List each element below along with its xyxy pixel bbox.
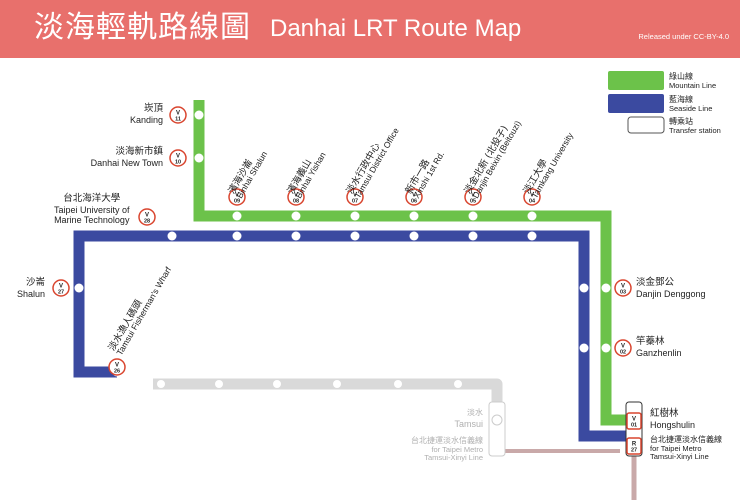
title-english: Danhai LRT Route Map: [270, 15, 522, 42]
badge-v10: V10: [169, 149, 187, 167]
dot-v11: [194, 110, 204, 120]
svg-text:27: 27: [631, 448, 637, 454]
legend-transfer-swatch: [627, 116, 665, 134]
dot-v03-green: [601, 283, 611, 293]
transfer-box-tamsui: [488, 401, 506, 457]
station-badges: V11V10V09V08V07V06V05V04V28V27V26V03V02V…: [52, 71, 662, 455]
dot-v04-blue: [527, 231, 537, 241]
badge-v06: V06: [405, 188, 423, 206]
svg-text:V: V: [530, 193, 534, 199]
legend-seaside-swatch: [608, 94, 664, 113]
legend: [608, 71, 665, 134]
svg-text:V: V: [621, 344, 625, 350]
dot-v06-blue: [409, 231, 419, 241]
svg-text:28: 28: [144, 219, 150, 225]
svg-text:V: V: [632, 417, 636, 423]
badge-v04: V04: [523, 188, 541, 206]
svg-text:09: 09: [234, 199, 240, 205]
planned-dots: [157, 380, 462, 388]
svg-text:V: V: [115, 363, 119, 369]
svg-text:V: V: [294, 193, 298, 199]
dot-v10: [194, 153, 204, 163]
svg-text:27: 27: [58, 290, 64, 296]
dot-v07-green: [350, 211, 360, 221]
badge-v07: V07: [346, 188, 364, 206]
badge-v11: V11: [169, 106, 187, 124]
svg-text:04: 04: [529, 199, 536, 205]
dot-v27: [74, 283, 84, 293]
svg-text:11: 11: [175, 117, 181, 123]
svg-text:07: 07: [352, 199, 358, 205]
svg-text:R: R: [632, 442, 637, 448]
svg-text:V: V: [471, 193, 475, 199]
dot-v02-blue: [579, 343, 589, 353]
dot-v09-blue: [232, 231, 242, 241]
legend-mountain-swatch: [608, 71, 664, 90]
badge-v09: V09: [228, 188, 246, 206]
svg-text:01: 01: [631, 423, 637, 429]
badge-v26: V26: [108, 358, 126, 376]
badge-v27: V27: [52, 279, 70, 297]
dot-v03-blue: [579, 283, 589, 293]
badge-v02: V02: [614, 339, 632, 357]
dot-v02-green: [601, 343, 611, 353]
header-banner: 淡海輕軌路線圖 Danhai LRT Route Map Released un…: [0, 0, 740, 58]
badge-v28: V28: [138, 208, 156, 226]
svg-text:10: 10: [175, 160, 181, 166]
planned-line: [153, 378, 503, 405]
dot-v07-blue: [350, 231, 360, 241]
dot-v28: [167, 231, 177, 241]
dot-v05-blue: [468, 231, 478, 241]
mountain-line: [193, 100, 626, 426]
svg-text:06: 06: [411, 199, 417, 205]
badge-v05: V05: [464, 188, 482, 206]
svg-text:V: V: [235, 193, 239, 199]
dot-v08-blue: [291, 231, 301, 241]
svg-text:05: 05: [470, 199, 476, 205]
svg-text:V: V: [176, 154, 180, 160]
tamsui-logo-icon: [491, 414, 503, 426]
badge-r27: R27: [626, 437, 642, 455]
title-chinese: 淡海輕軌路線圖: [34, 10, 251, 45]
badge-v01: V01: [626, 412, 642, 430]
svg-text:V: V: [412, 193, 416, 199]
dot-v05-green: [468, 211, 478, 221]
svg-text:V: V: [176, 111, 180, 117]
dot-v09-green: [232, 211, 242, 221]
dot-v06-green: [409, 211, 419, 221]
station-dots: [74, 110, 611, 377]
dot-v04-green: [527, 211, 537, 221]
svg-text:26: 26: [114, 369, 120, 375]
badge-v08: V08: [287, 188, 305, 206]
svg-text:V: V: [145, 213, 149, 219]
dot-v08-green: [291, 211, 301, 221]
svg-text:V: V: [353, 193, 357, 199]
svg-text:08: 08: [293, 199, 299, 205]
svg-text:02: 02: [620, 350, 626, 356]
svg-text:V: V: [621, 284, 625, 290]
seaside-line: [73, 230, 626, 442]
badge-v03: V03: [614, 279, 632, 297]
svg-text:V: V: [59, 284, 63, 290]
svg-text:03: 03: [620, 290, 626, 296]
license-note: Released under CC-BY-4.0: [638, 32, 729, 41]
